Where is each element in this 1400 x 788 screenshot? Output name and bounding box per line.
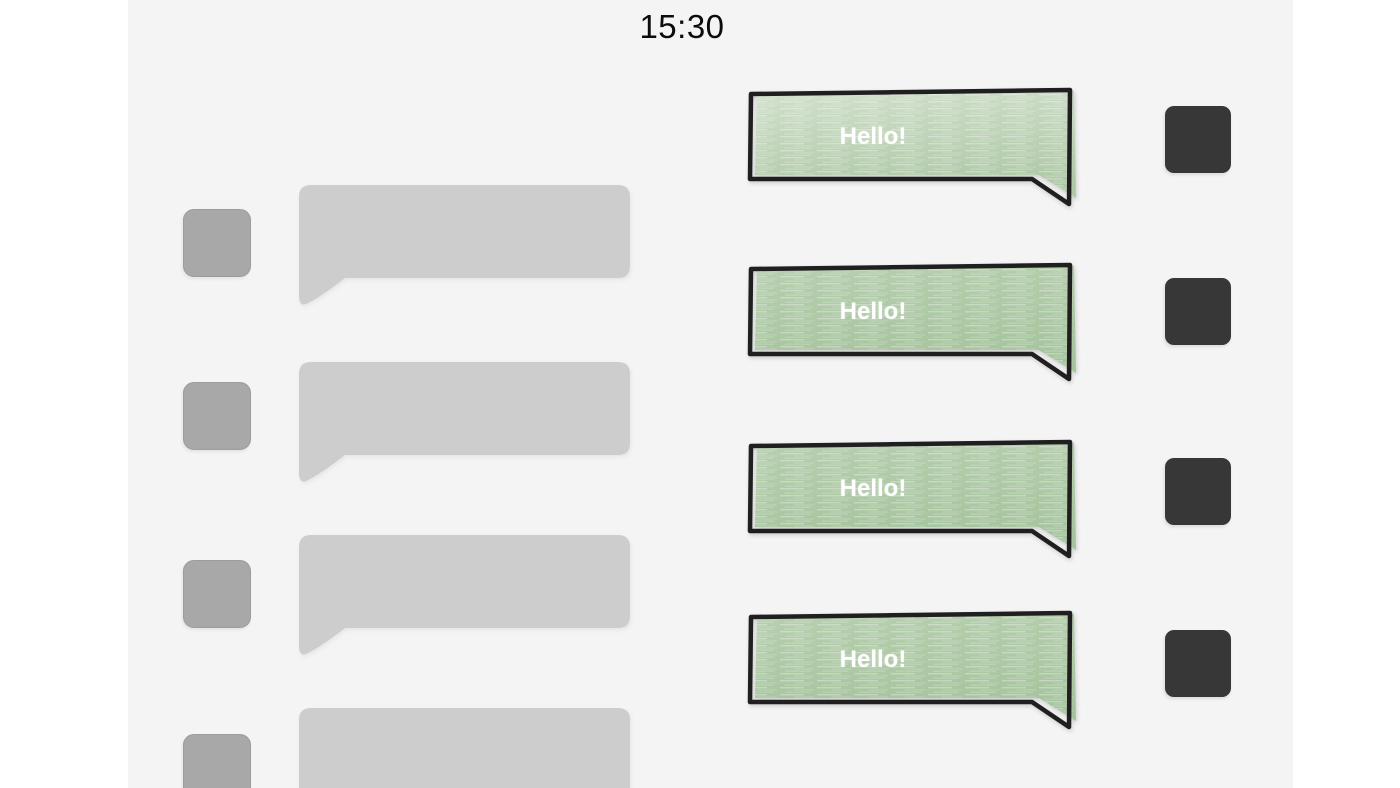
contact-avatar[interactable] bbox=[183, 560, 251, 628]
outgoing-message-text: Hello! bbox=[839, 475, 907, 502]
status-bar-time: 15:30 bbox=[639, 8, 725, 45]
outgoing-message-bubble[interactable]: Hello! bbox=[743, 261, 1083, 387]
outgoing-message-text: Hello! bbox=[839, 646, 907, 673]
contact-avatar[interactable] bbox=[183, 734, 251, 788]
user-avatar[interactable] bbox=[1165, 458, 1231, 525]
outgoing-message-bubble[interactable]: Hello! bbox=[743, 86, 1083, 212]
outgoing-message-text: Hello! bbox=[839, 298, 907, 325]
user-avatar[interactable] bbox=[1165, 278, 1231, 345]
outgoing-message-bubble[interactable]: Hello! bbox=[743, 609, 1083, 735]
user-avatar[interactable] bbox=[1165, 630, 1231, 697]
incoming-message-bubble[interactable] bbox=[299, 535, 630, 657]
outgoing-message-text: Hello! bbox=[839, 123, 907, 150]
incoming-message-bubble[interactable] bbox=[299, 185, 630, 307]
contact-avatar[interactable] bbox=[183, 209, 251, 277]
chat-screen: 15:30 Hello! Hello! bbox=[128, 0, 1293, 788]
user-avatar[interactable] bbox=[1165, 106, 1231, 173]
contact-avatar[interactable] bbox=[183, 382, 251, 450]
outgoing-message-bubble[interactable]: Hello! bbox=[743, 438, 1083, 564]
incoming-message-bubble[interactable] bbox=[299, 362, 630, 484]
incoming-message-bubble[interactable] bbox=[299, 708, 630, 788]
